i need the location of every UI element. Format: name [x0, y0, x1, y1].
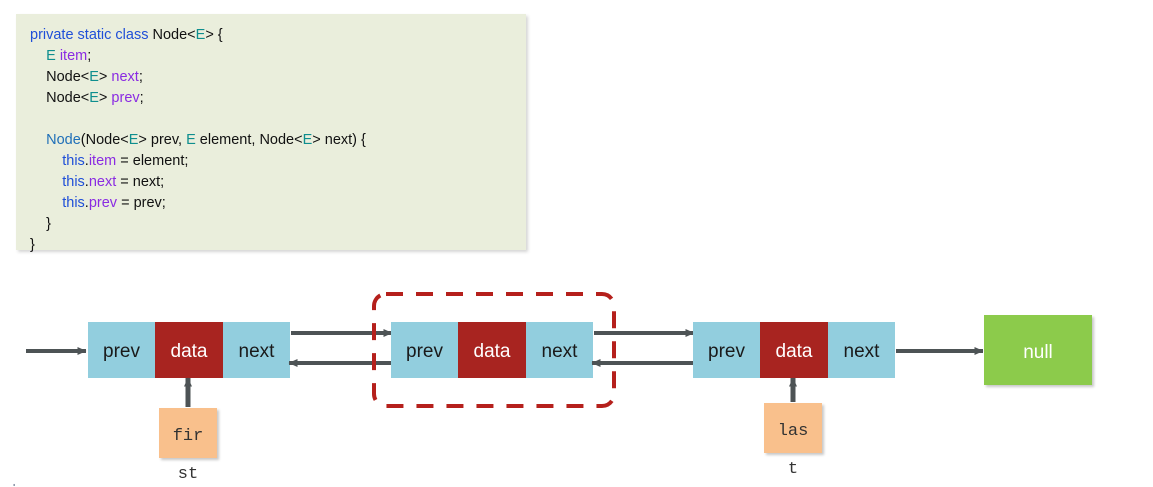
first-pointer-box: [159, 408, 217, 458]
node-2-prev-cell: [391, 322, 458, 378]
code-token: E: [89, 90, 99, 106]
code-token: }: [30, 216, 51, 232]
code-token: >: [98, 69, 112, 85]
code-token: Node<: [30, 69, 90, 85]
code-token: .: [84, 153, 89, 169]
code-token: ;: [87, 48, 92, 64]
code-token: .: [84, 174, 89, 190]
code-token: E: [30, 48, 56, 64]
node-2-data-label: data: [474, 341, 511, 362]
code-token: this: [30, 195, 85, 211]
code-token: = next;: [116, 174, 165, 190]
code-token: next: [88, 174, 117, 190]
node-1-next-label: next: [239, 341, 276, 362]
code-token: E: [195, 27, 206, 43]
code-token: element, Node<: [195, 132, 303, 148]
node-3-next-label: next: [844, 341, 881, 362]
last-pointer-label: las: [778, 422, 809, 441]
node-3-data-label: data: [776, 341, 813, 362]
code-token: E: [302, 132, 313, 148]
null-box: null: [984, 315, 1092, 385]
code-snippet-text: private static class Node<E> { E item; N…: [30, 25, 526, 256]
code-token: next: [111, 69, 139, 85]
code-token: > prev,: [138, 132, 187, 148]
last-pointer-box: [764, 403, 822, 453]
last-pointer: las t: [764, 377, 822, 479]
code-token: >: [98, 90, 112, 106]
code-token: item: [59, 48, 88, 64]
code-token: this: [30, 174, 85, 190]
node-2-next-cell: [526, 322, 593, 378]
linked-list-diagram: prev data next prev data next: [0, 250, 1153, 487]
code-token: = prev;: [117, 195, 166, 211]
code-snippet-panel: private static class Node<E> { E item; N…: [16, 14, 526, 253]
node-3: prev data next: [693, 322, 895, 378]
code-token: ;: [138, 69, 143, 85]
null-box-label: null: [1023, 342, 1053, 363]
node-1: prev data next: [88, 322, 290, 378]
code-token: prev: [88, 195, 118, 211]
last-pointer-overflow-label: t: [788, 460, 798, 479]
node-2-data-cell: [458, 322, 526, 378]
code-token: this: [30, 153, 85, 169]
code-token: > next) {: [312, 132, 366, 148]
node-1-data-cell: [155, 322, 223, 378]
node-3-next-cell: [828, 322, 895, 378]
node-2-next-label: next: [542, 341, 579, 362]
code-token: .: [84, 195, 89, 211]
code-token: = element;: [116, 153, 189, 169]
first-pointer-label: fir: [173, 427, 204, 446]
first-pointer-overflow-label: st: [178, 465, 198, 484]
code-token: E: [186, 132, 196, 148]
node-2-prev-label: prev: [406, 341, 443, 362]
code-token: item: [88, 153, 117, 169]
code-token: E: [128, 132, 139, 148]
code-token: (Node<: [80, 132, 129, 148]
node-1-prev-label: prev: [103, 341, 140, 362]
code-token: }: [30, 237, 35, 253]
node-1-prev-cell: [88, 322, 155, 378]
code-token: ;: [139, 90, 144, 106]
node-1-data-label: data: [171, 341, 208, 362]
code-token: E: [89, 69, 99, 85]
node-2: prev data next: [391, 322, 593, 378]
first-pointer: fir st: [159, 377, 217, 484]
node-3-prev-label: prev: [708, 341, 745, 362]
node-1-next-cell: [223, 322, 290, 378]
cut-off-text: .: [10, 475, 18, 487]
node-3-data-cell: [760, 322, 828, 378]
code-token: prev: [111, 90, 140, 106]
code-token: Node<: [30, 90, 90, 106]
code-token: > {: [205, 27, 223, 43]
cut-off-text-fragment: .: [10, 475, 18, 487]
node-2-highlight-box: [372, 292, 616, 408]
node-3-prev-cell: [693, 322, 760, 378]
code-token: Node: [30, 132, 81, 148]
code-token: private static class: [30, 27, 153, 43]
code-token: Node<: [152, 27, 196, 43]
